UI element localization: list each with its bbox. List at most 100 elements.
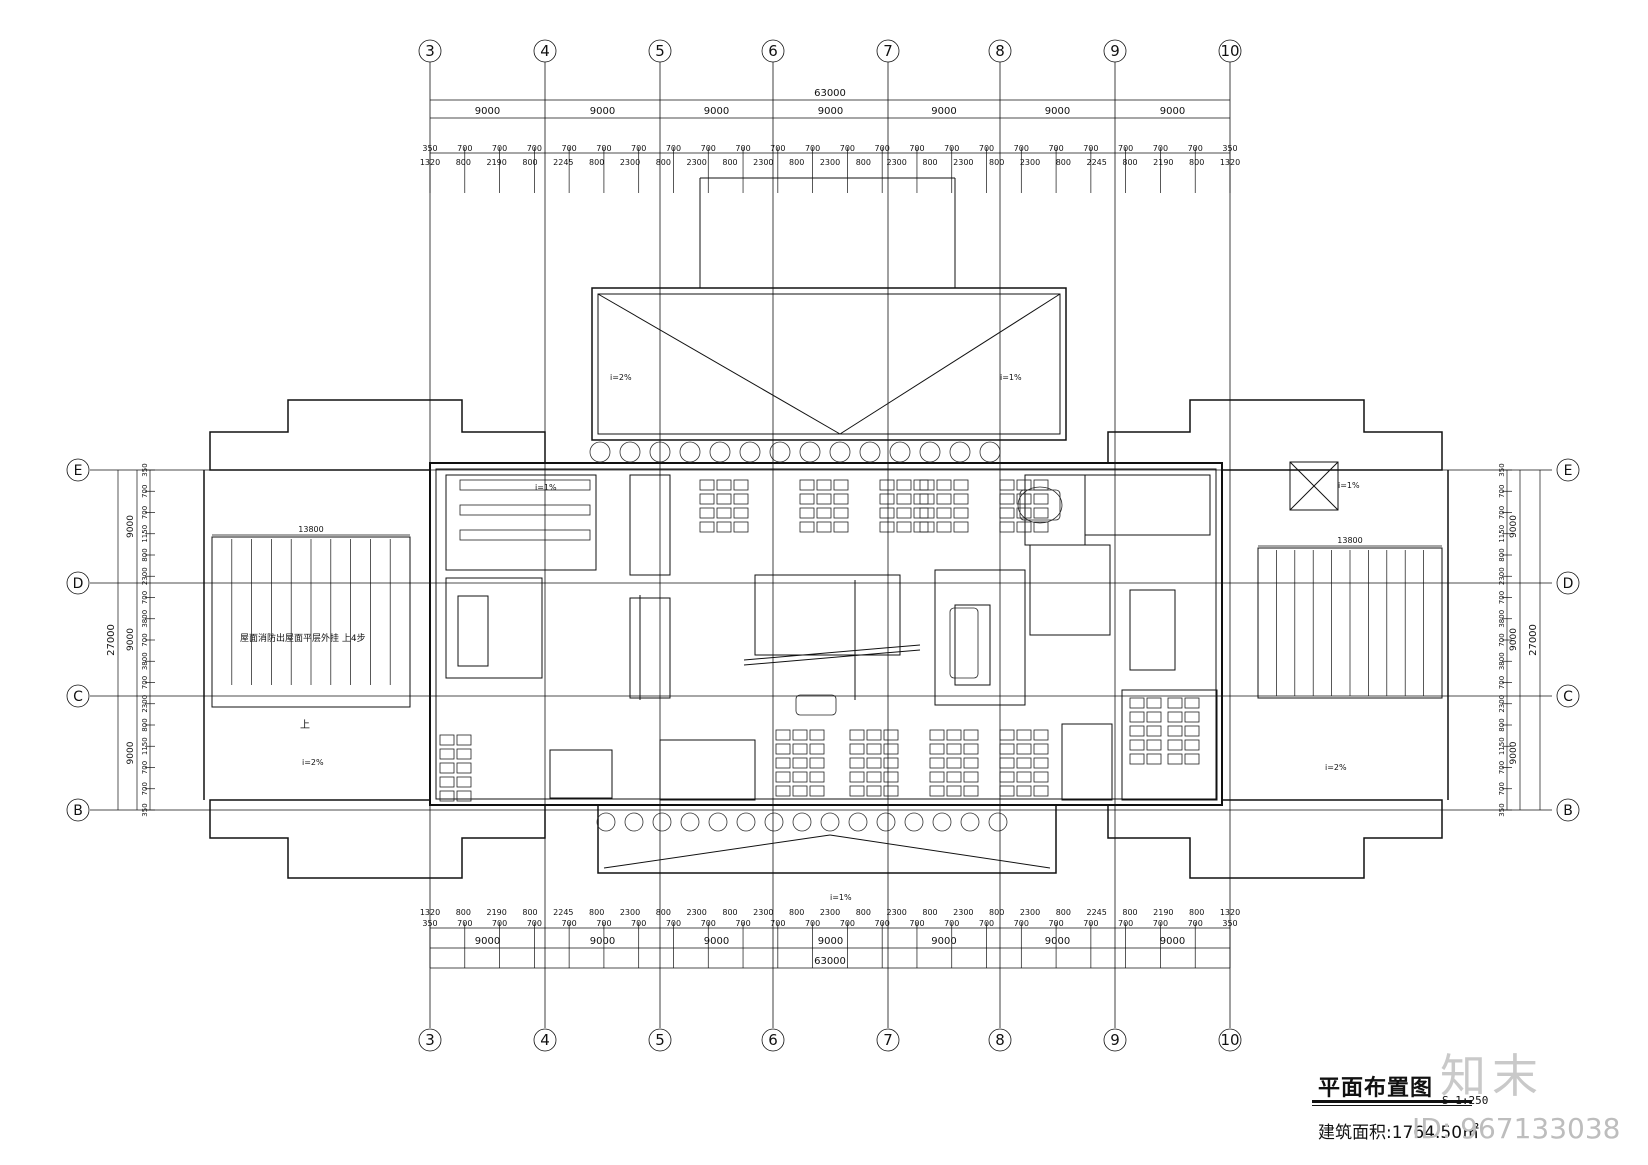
dimension-detail-value: 800 bbox=[456, 158, 471, 167]
grid-bubble-col bbox=[761, 1028, 785, 1052]
shrub bbox=[792, 812, 812, 832]
desk bbox=[999, 771, 1015, 783]
desk bbox=[929, 729, 945, 741]
desk bbox=[699, 493, 715, 505]
dimension-detail-value: 2300 bbox=[753, 908, 773, 917]
desk bbox=[879, 479, 895, 491]
dimension-overall-width: 63000 bbox=[814, 956, 846, 967]
dimension-detail-value: 700 bbox=[735, 144, 750, 153]
dimension-detail-value: 2300 bbox=[1020, 158, 1040, 167]
dimension-detail-value: 700 bbox=[840, 144, 855, 153]
shrub bbox=[739, 441, 761, 463]
desk bbox=[896, 479, 912, 491]
dimension-side-value: 700 bbox=[1498, 506, 1506, 519]
desk bbox=[883, 729, 899, 741]
bottom-roof-block bbox=[597, 804, 1057, 874]
grid-label-col: 9 bbox=[1110, 42, 1120, 60]
dimension-detail-value: 700 bbox=[909, 919, 924, 928]
desk bbox=[792, 757, 808, 769]
dimension-detail-value: 700 bbox=[1083, 144, 1098, 153]
shrub bbox=[619, 441, 641, 463]
dimension-detail-value: 700 bbox=[805, 919, 820, 928]
grid-label-col: 5 bbox=[655, 1031, 665, 1049]
dimension-detail-value: 2300 bbox=[686, 908, 706, 917]
desk bbox=[1129, 725, 1145, 737]
shrub bbox=[904, 812, 924, 832]
desk bbox=[816, 479, 832, 491]
desk bbox=[792, 785, 808, 797]
desk bbox=[1129, 697, 1145, 709]
desk bbox=[999, 785, 1015, 797]
dimension-overall-depth: 27000 bbox=[1528, 624, 1539, 656]
dimension-wing-width: 13800 bbox=[1337, 536, 1362, 545]
desk bbox=[936, 479, 952, 491]
desk bbox=[866, 757, 882, 769]
dimension-detail-value: 700 bbox=[979, 919, 994, 928]
dimension-detail-value: 700 bbox=[875, 144, 890, 153]
dimension-detail-value: 700 bbox=[631, 919, 646, 928]
desk bbox=[816, 507, 832, 519]
desk bbox=[866, 785, 882, 797]
grid-bubble-col bbox=[988, 39, 1012, 63]
left-wing-note: 屋面消防出屋面平层外挂 上4步 bbox=[240, 632, 366, 644]
desk bbox=[799, 521, 815, 533]
desk bbox=[946, 771, 962, 783]
dimension-detail-value: 700 bbox=[1048, 144, 1063, 153]
dimension-detail-value: 800 bbox=[1056, 908, 1071, 917]
desk bbox=[1033, 757, 1049, 769]
desk bbox=[963, 757, 979, 769]
dimension-detail-value: 800 bbox=[856, 158, 871, 167]
dimension-detail-value: 1320 bbox=[1220, 908, 1240, 917]
desk bbox=[913, 479, 929, 491]
desk bbox=[849, 785, 865, 797]
slope-annotation: i=2% bbox=[1325, 763, 1347, 772]
dimension-side-value: 700 bbox=[141, 506, 149, 519]
dimension-bay-span: 9000 bbox=[704, 936, 729, 947]
dimension-side-value: 350 bbox=[1498, 803, 1506, 816]
dimension-bay-span: 9000 bbox=[931, 106, 956, 117]
desk bbox=[1184, 753, 1200, 765]
grid-label-col: 10 bbox=[1220, 42, 1239, 60]
dimension-side-value: 700 bbox=[141, 676, 149, 689]
dimension-side-value: 800 bbox=[141, 548, 149, 561]
dimension-detail-value: 700 bbox=[1083, 919, 1098, 928]
desk bbox=[963, 743, 979, 755]
dimension-bay-span: 9000 bbox=[818, 936, 843, 947]
dimension-detail-value: 800 bbox=[1189, 158, 1204, 167]
dimension-detail-value: 800 bbox=[922, 158, 937, 167]
desk bbox=[775, 729, 791, 741]
desk bbox=[883, 743, 899, 755]
desk bbox=[1016, 521, 1032, 533]
grid-bubble-col bbox=[648, 39, 672, 63]
dimension-detail-value: 2190 bbox=[486, 158, 506, 167]
dimension-detail-value: 2300 bbox=[953, 158, 973, 167]
desk bbox=[439, 762, 455, 774]
desk bbox=[919, 493, 935, 505]
shrub bbox=[799, 441, 821, 463]
grid-label-col: 6 bbox=[768, 1031, 778, 1049]
grid-bubble-row bbox=[1556, 458, 1580, 482]
dimension-detail-value: 2300 bbox=[820, 908, 840, 917]
desk bbox=[953, 479, 969, 491]
grid-label-row: B bbox=[73, 803, 83, 819]
shrub bbox=[960, 812, 980, 832]
desk bbox=[866, 729, 882, 741]
dimension-detail-value: 700 bbox=[1014, 144, 1029, 153]
dimension-detail-value: 2245 bbox=[553, 908, 573, 917]
grid-label-row: E bbox=[74, 463, 83, 479]
desk bbox=[946, 729, 962, 741]
dimension-row-span: 9000 bbox=[1509, 515, 1519, 538]
dimension-row-span: 9000 bbox=[1509, 741, 1519, 764]
desk bbox=[1146, 753, 1162, 765]
dimension-detail-value: 700 bbox=[909, 144, 924, 153]
grid-bubble-col bbox=[648, 1028, 672, 1052]
shrub bbox=[949, 441, 971, 463]
grid-label-col: 7 bbox=[883, 42, 893, 60]
grid-label-row: C bbox=[73, 689, 83, 705]
grid-label-col: 4 bbox=[540, 42, 550, 60]
desk bbox=[809, 757, 825, 769]
dimension-detail-value: 2190 bbox=[1153, 158, 1173, 167]
dimension-detail-value: 1320 bbox=[420, 158, 440, 167]
title-underline bbox=[1312, 1100, 1472, 1103]
dimension-side-value: 700 bbox=[1498, 782, 1506, 795]
